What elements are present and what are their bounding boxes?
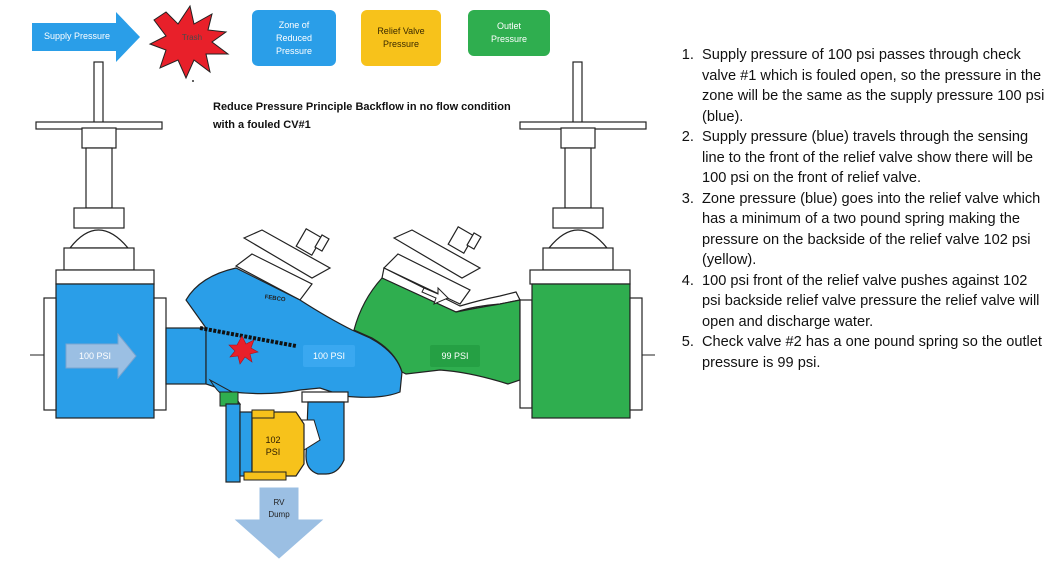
rv-dump-label: RV Dump [268, 498, 290, 519]
left-gate-valve [35, 61, 163, 285]
legend-outlet-box: Outlet Pressure [468, 10, 550, 56]
legend-trash-starburst-icon [148, 4, 230, 80]
backflow-assembly-drawing [30, 4, 655, 559]
explanation-steps: Supply pressure of 100 psi passes throug… [660, 45, 1048, 373]
inlet-flow-arrow [65, 332, 137, 380]
step-item-4: 100 psi front of the relief valve pushes… [698, 271, 1048, 333]
inlet-pressure-label: 100 PSI [78, 351, 112, 361]
zone-pressure-label: 100 PSI [303, 345, 355, 367]
rv-dump-arrow [234, 487, 324, 559]
legend-supply-label: Supply Pressure [43, 31, 111, 41]
step-item-3: Zone pressure (blue) goes into the relie… [698, 189, 1048, 271]
legend-relief-label: Relief Valve Pressure [377, 26, 425, 49]
right-valve-body [519, 283, 655, 419]
relief-valve [219, 391, 349, 483]
backflow-diagram-slide: Supply Pressure Trash Zone of Reduced Pr… [0, 0, 1024, 576]
legend-zone-box: Zone of Reduced Pressure [252, 10, 336, 66]
stray-dot [192, 80, 194, 82]
legend-trash-label: Trash [181, 33, 203, 42]
step-item-2: Supply pressure (blue) travels through t… [698, 127, 1048, 189]
legend-relief-box: Relief Valve Pressure [361, 10, 441, 66]
legend-zone-label: Zone of Reduced Pressure [275, 19, 313, 56]
legend-outlet-label: Outlet Pressure [490, 21, 527, 44]
debris-starburst-icon [228, 335, 259, 365]
step-item-5: Check valve #2 has a one pound spring so… [698, 332, 1048, 373]
step-item-1: Supply pressure of 100 psi passes throug… [698, 45, 1048, 127]
legend-supply-arrow-icon [32, 12, 140, 62]
outlet-pressure-label: 99 PSI [430, 345, 480, 367]
check-valve-1-body [165, 228, 403, 405]
relief-pressure-label: 102 PSI [265, 435, 281, 457]
diagram-title: Reduce Pressure Principle Backflow in no… [213, 101, 511, 131]
right-gate-valve [519, 61, 647, 285]
